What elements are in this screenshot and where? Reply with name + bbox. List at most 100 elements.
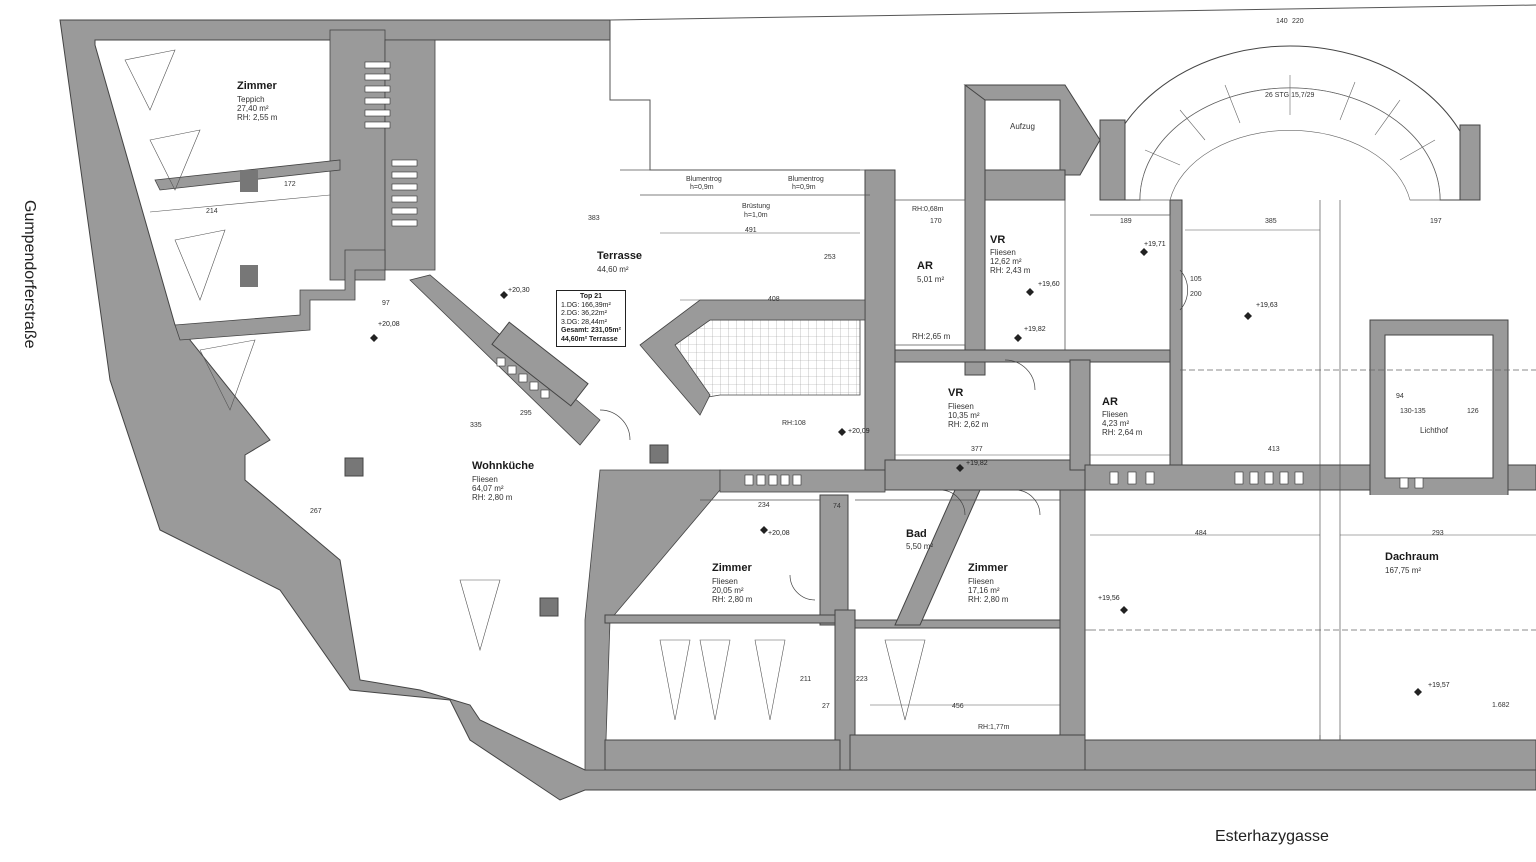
room-area-zimmer-s1: 20,05 m²	[712, 586, 744, 595]
dim-456: 456	[952, 703, 964, 710]
room-area-vr-1: 12,62 m²	[990, 257, 1022, 266]
room-height-ar-1: RH:2,65 m	[912, 332, 951, 341]
dim-484: 484	[1195, 530, 1207, 537]
room-floor-ar-2: Fliesen	[1102, 410, 1128, 419]
dim-97: 97	[382, 300, 390, 307]
dim-377: 377	[971, 446, 983, 453]
room-height-zimmer-s2: RH: 2,80 m	[968, 595, 1009, 604]
dim-27: 27	[822, 703, 830, 710]
level-2: +19,60	[1038, 281, 1060, 288]
street-label-south: Esterhazygasse	[1215, 828, 1329, 845]
level-5: +19,63	[1256, 302, 1278, 309]
dim-197: 197	[1430, 218, 1442, 225]
street-label-west: Gumpendorferstraße	[21, 200, 38, 349]
level-4: +19,71	[1144, 241, 1166, 248]
room-name-terrasse: Terrasse	[597, 250, 643, 262]
note-rh-108: RH:108	[782, 420, 806, 427]
note-bruestung-h: h=1,0m	[744, 212, 768, 219]
note-blumentrog-2: Blumentrog	[788, 176, 824, 183]
level-6: +20,09	[848, 428, 870, 435]
room-name-zimmer-s1: Zimmer	[712, 562, 752, 574]
room-floor-zimmer-s2: Fliesen	[968, 577, 994, 586]
note-blumentrog-2-h: h=0,9m	[792, 184, 816, 191]
room-name-vr-2: VR	[948, 387, 964, 399]
dim-74: 74	[833, 503, 841, 510]
unit-area-1dg: 1.DG: 166,39m²	[561, 301, 611, 309]
unit-area-summary: Top 21 1.DG: 166,39m² 2.DG: 36,22m² 3.DG…	[556, 290, 626, 347]
unit-area-terrace: 44,60m² Terrasse	[561, 335, 618, 343]
dim-200: 200	[1190, 291, 1202, 298]
level-3: +19,82	[1024, 326, 1046, 333]
wall-shaft	[384, 39, 436, 271]
note-stairs: 26 STG 15,7/29	[1265, 92, 1315, 99]
room-height-zimmer-s1: RH: 2,80 m	[712, 595, 753, 604]
dim-170: 170	[930, 218, 942, 225]
room-height-wohnkueche: RH: 2,80 m	[472, 493, 513, 502]
room-area-wohnkueche: 64,07 m²	[472, 484, 504, 493]
dim-94: 94	[1396, 393, 1404, 400]
room-area-ar-1: 5,01 m²	[917, 275, 945, 284]
level-10: +19,57	[1428, 682, 1450, 689]
room-floor-zimmer-s1: Fliesen	[712, 577, 738, 586]
outer-wall-west	[59, 19, 1536, 801]
dim-385: 385	[1265, 218, 1277, 225]
unit-area-3dg: 3.DG: 28,44m²	[561, 318, 607, 326]
room-area-vr-2: 10,35 m²	[948, 411, 980, 420]
room-name-wohnkueche: Wohnküche	[472, 460, 535, 472]
room-floor-wohnkueche: Fliesen	[472, 475, 498, 484]
room-height-vr-1: RH: 2,43 m	[990, 266, 1031, 275]
room-area-terrasse: 44,60 m²	[597, 265, 629, 274]
unit-title: Top 21	[579, 293, 602, 300]
note-rh-068: RH:0,68m	[912, 206, 944, 213]
room-floor-zimmer-nw: Teppich	[237, 95, 265, 104]
wall-nw-inner	[329, 29, 386, 281]
room-floor-vr-1: Fliesen	[990, 248, 1016, 257]
room-area-zimmer-nw: 27,40 m²	[237, 104, 269, 113]
dim-1682: 1.682	[1492, 702, 1510, 709]
level-7: +19,82	[966, 460, 988, 467]
dim-295: 295	[520, 410, 532, 417]
room-height-zimmer-nw: RH: 2,55 m	[237, 113, 278, 122]
dim-408: 408	[768, 296, 780, 303]
room-name-lichthof: Lichthof	[1420, 426, 1449, 435]
dim-383: 383	[588, 215, 600, 222]
unit-area-2dg: 2.DG: 36,22m²	[561, 310, 607, 317]
dim-172: 172	[284, 181, 296, 188]
dim-234: 234	[758, 502, 770, 509]
note-blumentrog-1-h: h=0,9m	[690, 184, 714, 191]
room-area-bad: 5,50 m²	[906, 542, 934, 551]
dim-211: 211	[800, 676, 812, 683]
note-blumentrog-1: Blumentrog	[686, 176, 722, 183]
room-name-zimmer-s2: Zimmer	[968, 562, 1008, 574]
level-1: +20,08	[378, 321, 400, 328]
dim-223: 223	[856, 676, 868, 683]
room-name-ar-2: AR	[1102, 396, 1118, 408]
dim-293: 293	[1432, 530, 1444, 537]
room-area-ar-2: 4,23 m²	[1102, 419, 1130, 428]
room-name-ar-1: AR	[917, 260, 933, 272]
room-height-ar-2: RH: 2,64 m	[1102, 428, 1143, 437]
dim-335: 335	[470, 422, 482, 429]
note-rh-177: RH:1,77m	[978, 724, 1010, 731]
level-8: +20,08	[768, 530, 790, 537]
dim-189: 189	[1120, 218, 1132, 225]
dim-253: 253	[824, 254, 836, 261]
dim-140: 140	[1276, 18, 1288, 25]
dim-105: 105	[1190, 276, 1202, 283]
level-9: +19,56	[1098, 595, 1120, 602]
room-name-aufzug: Aufzug	[1010, 122, 1035, 131]
room-name-vr-1: VR	[990, 234, 1006, 246]
note-bruestung: Brüstung	[742, 203, 771, 210]
dim-220: 220	[1292, 18, 1304, 25]
room-name-zimmer-nw: Zimmer	[237, 80, 277, 92]
room-name-bad: Bad	[906, 528, 927, 540]
unit-area-total: Gesamt: 231,05m²	[561, 327, 621, 334]
room-area-zimmer-s2: 17,16 m²	[968, 586, 1000, 595]
dim-267: 267	[310, 508, 322, 515]
level-0: +20,30	[508, 287, 530, 294]
room-name-dachraum: Dachraum	[1385, 551, 1439, 563]
room-area-dachraum: 167,75 m²	[1385, 566, 1422, 575]
dim-214: 214	[206, 208, 218, 215]
dim-lichthof-130: 130-135	[1400, 408, 1426, 415]
